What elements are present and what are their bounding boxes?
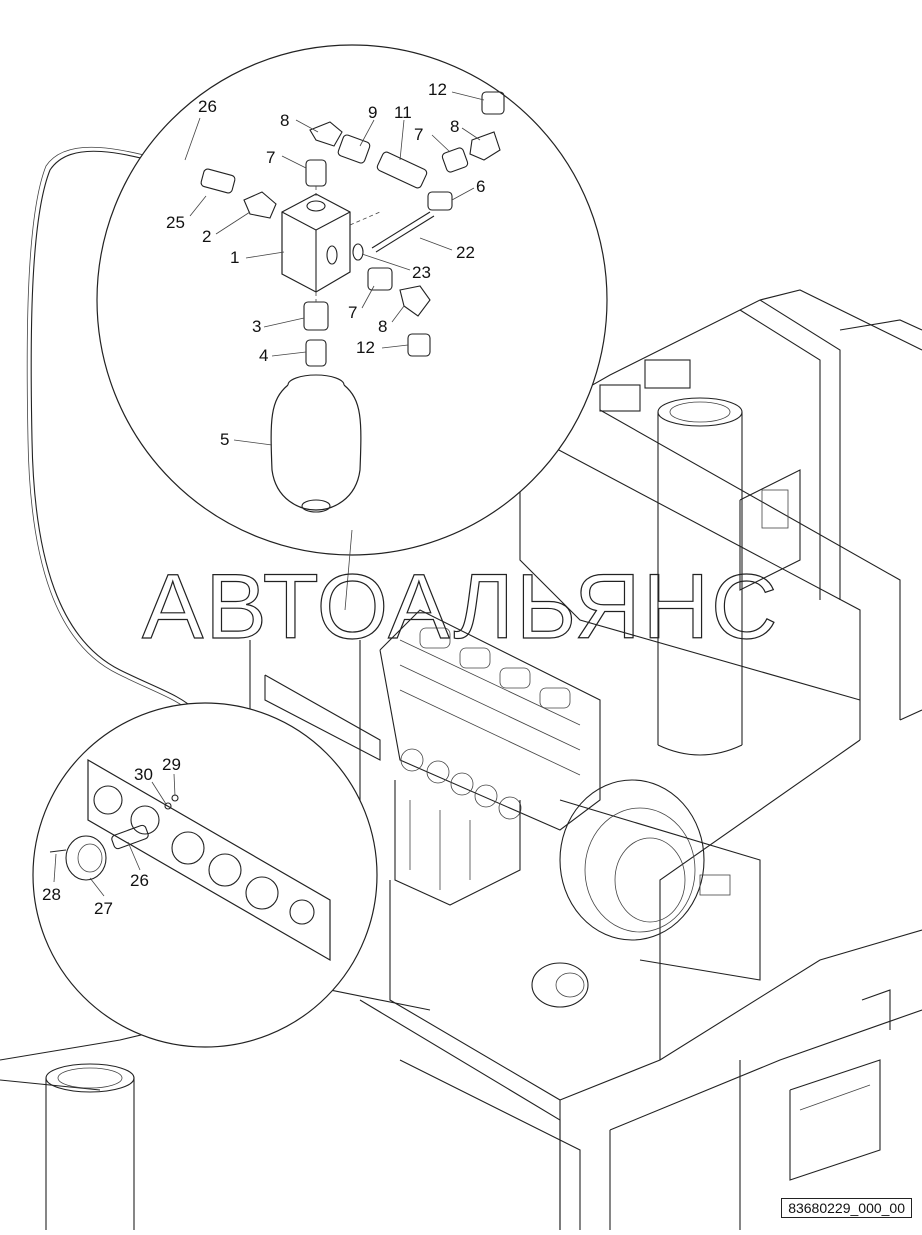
callout-7c: 7 bbox=[348, 303, 357, 322]
callout-12b: 12 bbox=[356, 338, 375, 357]
callout-1: 1 bbox=[230, 248, 239, 267]
callout-22: 22 bbox=[456, 243, 475, 262]
callout-27: 27 bbox=[94, 899, 113, 918]
callout-8c: 8 bbox=[378, 317, 387, 336]
callout-8: 8 bbox=[280, 111, 289, 130]
callout-3: 3 bbox=[252, 317, 261, 336]
valve-assembly bbox=[200, 91, 505, 513]
callout-7: 7 bbox=[414, 125, 423, 144]
detail-leader-top bbox=[344, 529, 353, 611]
engine-assembly bbox=[379, 609, 761, 1008]
callout-25: 25 bbox=[166, 213, 185, 232]
callout-12: 12 bbox=[428, 80, 447, 99]
drawing-number: 83680229_000_00 bbox=[781, 1198, 912, 1218]
callout-4: 4 bbox=[259, 346, 268, 365]
callout-23: 23 bbox=[412, 263, 431, 282]
callout-11: 11 bbox=[394, 103, 412, 122]
detail-circle-top bbox=[96, 44, 608, 556]
callout-28: 28 bbox=[42, 885, 61, 904]
callout-30: 30 bbox=[134, 765, 153, 784]
callouts-bottom: 30 29 28 26 27 bbox=[42, 755, 181, 918]
panel-assembly bbox=[49, 758, 331, 962]
callout-6: 6 bbox=[476, 177, 485, 196]
callout-26b: 26 bbox=[130, 871, 149, 890]
watermark: АВТОАЛЬЯНС bbox=[142, 556, 780, 658]
callout-9: 9 bbox=[368, 103, 377, 122]
callout-2: 2 bbox=[202, 227, 211, 246]
callout-8b: 8 bbox=[450, 117, 459, 136]
callout-5: 5 bbox=[220, 430, 229, 449]
leader-lines bbox=[53, 91, 485, 897]
machine-frame bbox=[0, 289, 922, 1230]
callouts-top: 26 8 9 11 12 7 8 7 25 2 6 1 22 23 7 8 3 … bbox=[166, 80, 485, 449]
callout-7b: 7 bbox=[266, 148, 275, 167]
callout-29: 29 bbox=[162, 755, 181, 774]
callout-26: 26 bbox=[198, 97, 217, 116]
